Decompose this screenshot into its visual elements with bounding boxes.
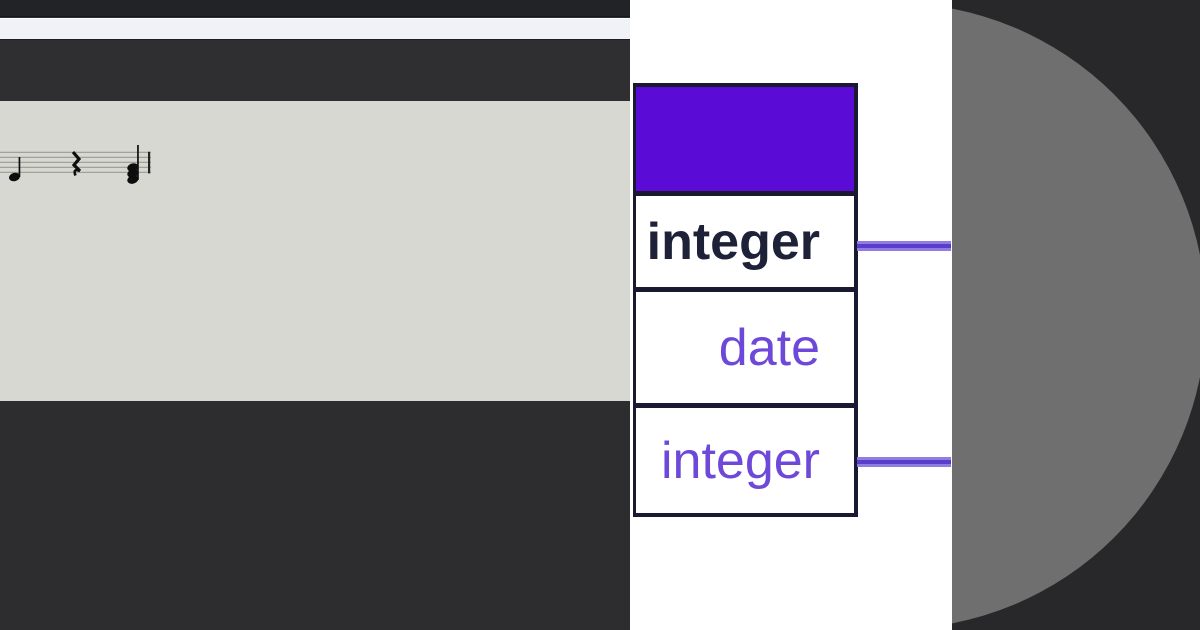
relationship-edge[interactable]	[857, 241, 951, 251]
score-canvas	[0, 101, 630, 401]
table-header-bar[interactable]	[636, 87, 854, 196]
app-footer-band	[0, 401, 630, 630]
field-type-label: integer	[646, 212, 820, 271]
quarter-rest-icon	[71, 150, 82, 176]
relationship-edge[interactable]	[857, 457, 951, 467]
table-row[interactable]: date	[636, 292, 854, 408]
table-row[interactable]: integer	[636, 408, 854, 513]
table-row[interactable]: integer	[636, 196, 854, 292]
browser-toolbar	[0, 18, 630, 40]
music-staff	[0, 145, 151, 184]
field-type-label: integer	[661, 431, 820, 490]
schema-panel: integer date integer	[630, 0, 952, 630]
decorative-panel	[952, 0, 1200, 630]
chord-icon	[127, 145, 139, 184]
app-header-band	[0, 40, 630, 101]
music-app-screenshot	[0, 0, 630, 630]
schema-table-node[interactable]: integer date integer	[633, 83, 858, 517]
field-type-label: date	[718, 318, 820, 377]
gray-circle-shape	[952, 3, 1200, 629]
window-titlebar	[0, 0, 630, 17]
quarter-note-icon	[8, 157, 21, 182]
barline-icon	[148, 151, 151, 174]
